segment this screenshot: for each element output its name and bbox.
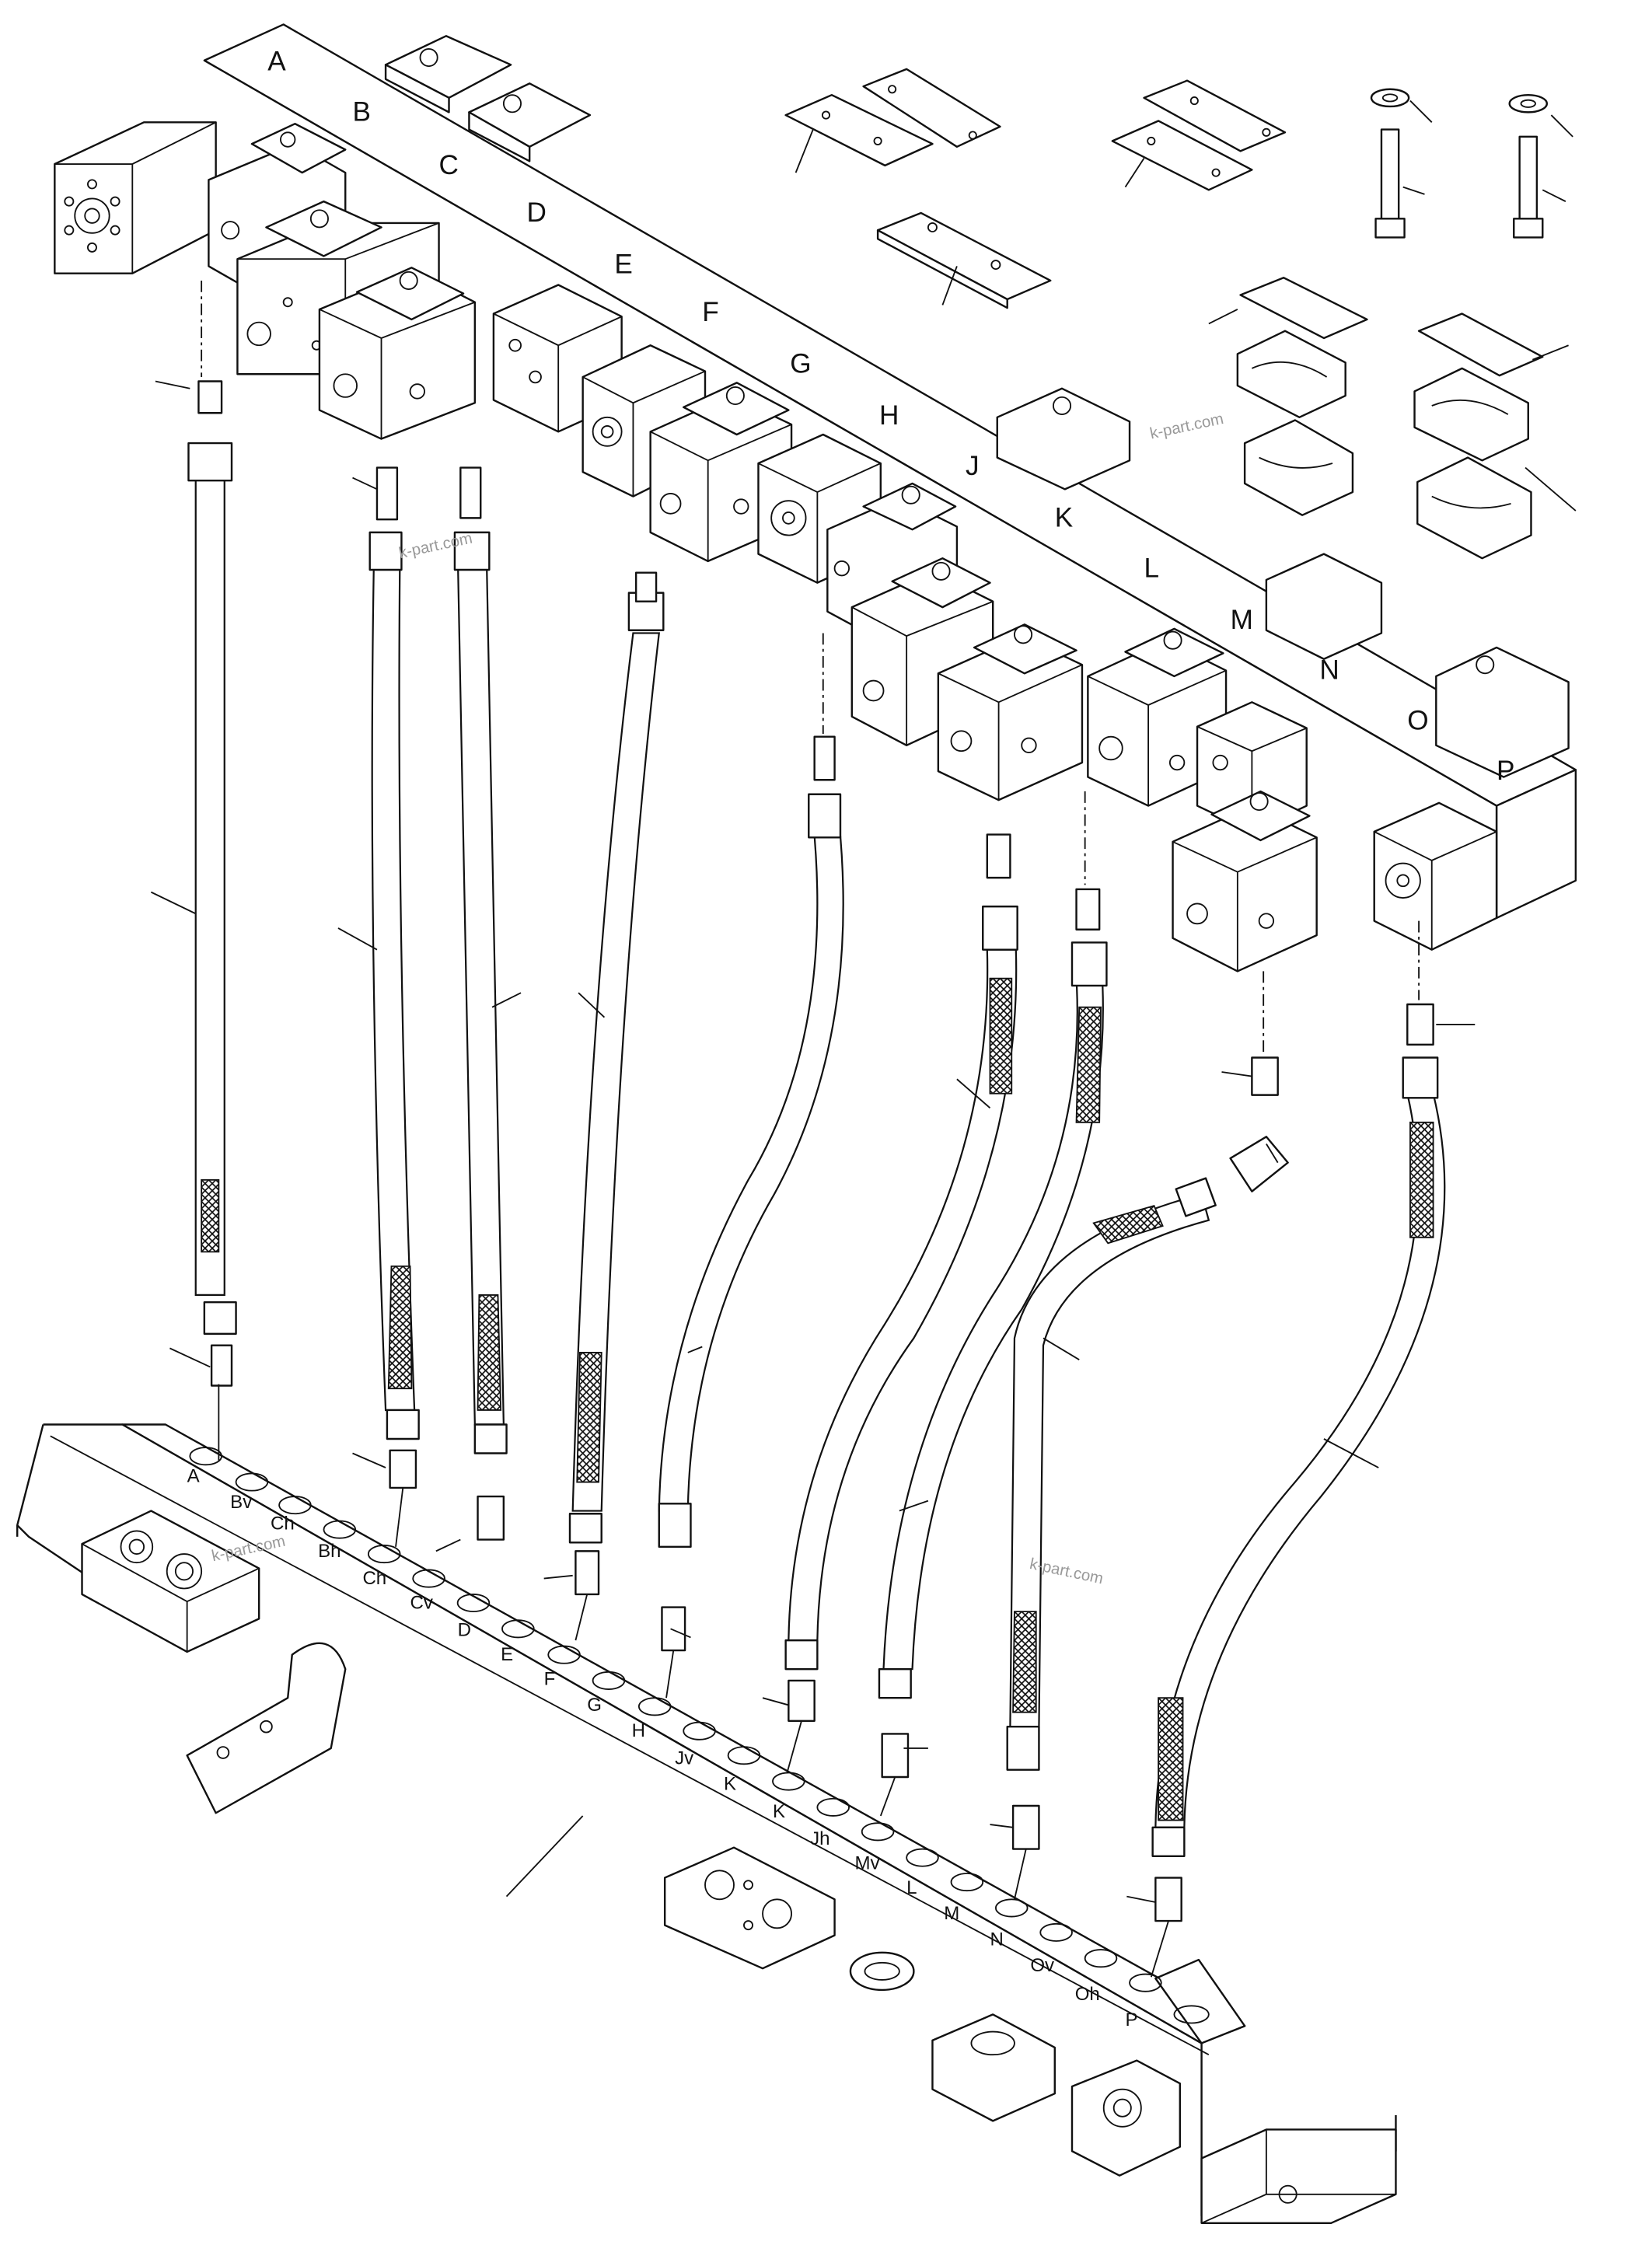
manifold-port-labels: A Bv Ch Bh Ch Cv D E F G H Jv K K Jh Mv … — [187, 1466, 1138, 2031]
valve-section-o — [1172, 790, 1318, 972]
pipe-clamp-1 — [1208, 277, 1368, 516]
port-label: K — [724, 1774, 736, 1795]
port-label: Bv — [230, 1492, 252, 1513]
washer-bolt-2 — [1508, 93, 1573, 239]
port-label: A — [187, 1466, 200, 1487]
section-label: N — [1319, 655, 1339, 686]
valve-section-m — [1087, 627, 1228, 807]
port-label: Jh — [810, 1828, 829, 1849]
port-label: G — [587, 1695, 602, 1716]
port-label: L — [906, 1877, 917, 1898]
clamp-plate — [876, 211, 1052, 309]
bracket-plate-2 — [1111, 79, 1287, 191]
hose-i — [1151, 920, 1476, 1922]
mounting-arm — [186, 1642, 347, 1814]
port-label: Mv — [854, 1852, 879, 1873]
port-label: Oh — [1075, 1984, 1100, 2005]
section-label: D — [526, 197, 546, 228]
valve-section-l — [937, 623, 1084, 801]
port-label: E — [501, 1644, 513, 1665]
end-block-right — [1200, 2128, 1397, 2224]
hose-b — [337, 466, 420, 1489]
hose-h — [1006, 971, 1289, 1850]
section-label: O — [1407, 705, 1428, 735]
rail-port — [849, 1951, 915, 1992]
section-label: H — [879, 400, 899, 431]
section-label: F — [702, 297, 718, 327]
rear-box — [1265, 553, 1383, 660]
manifold-ports — [189, 1447, 1162, 1992]
section-label: B — [352, 96, 370, 127]
mid-cap — [996, 387, 1131, 491]
section-label: L — [1144, 553, 1160, 583]
port-label: F — [544, 1669, 556, 1690]
section-label: J — [966, 451, 980, 481]
port-label: Ch — [271, 1514, 295, 1535]
section-label: E — [614, 250, 632, 280]
watermark-text: k-part.com — [1148, 410, 1225, 443]
washer-bolt-1 — [1370, 88, 1433, 239]
pipe-clamp-2 — [1413, 312, 1577, 560]
hose-f — [784, 833, 1018, 1722]
threaded-boss — [931, 2013, 1056, 2122]
valve-section-n — [1196, 701, 1308, 833]
valve-section-labels: A B C D E F G H J K L M N O P — [267, 47, 1514, 787]
section-label: G — [790, 348, 811, 379]
section-label: K — [1055, 502, 1074, 532]
hose-e — [658, 633, 844, 1652]
port-label: Ov — [1030, 1955, 1054, 1976]
port-label: P — [1125, 2009, 1137, 2030]
bracket-plate-1 — [784, 68, 1001, 173]
watermark-text: k-part.com — [210, 1533, 287, 1566]
hose-d — [568, 571, 665, 1596]
section-label: P — [1497, 756, 1514, 786]
port-label: Cv — [410, 1592, 433, 1613]
port-plate-right — [1154, 1958, 1246, 2044]
mount-block-left — [81, 1510, 260, 1653]
end-housing-left — [54, 121, 217, 274]
top-cap-2 — [468, 82, 592, 162]
top-cap-1 — [384, 35, 512, 113]
port-label: D — [458, 1620, 471, 1641]
valve-section-p — [1373, 801, 1498, 951]
hose-c — [453, 466, 522, 1541]
section-label: A — [267, 47, 286, 77]
section-label: M — [1231, 605, 1253, 635]
port-label: Bh — [318, 1541, 341, 1562]
port-label: H — [632, 1720, 645, 1741]
port-label: M — [944, 1903, 959, 1924]
port-label: K — [773, 1801, 785, 1822]
valve-section-g — [649, 382, 793, 563]
hose-a — [150, 280, 237, 1387]
mount-block-center — [663, 1846, 836, 1970]
valve-section-d — [318, 267, 477, 440]
hose-g — [878, 791, 1108, 1779]
manifold-rail — [16, 1423, 1397, 2217]
end-cap-right — [1435, 646, 1570, 778]
port-label: Jv — [675, 1747, 693, 1768]
flange-block — [1070, 2059, 1182, 2177]
leader-lines — [155, 380, 1279, 1978]
port-label: N — [990, 1929, 1003, 1950]
section-label: C — [439, 150, 459, 180]
port-label: Ch — [362, 1568, 386, 1589]
